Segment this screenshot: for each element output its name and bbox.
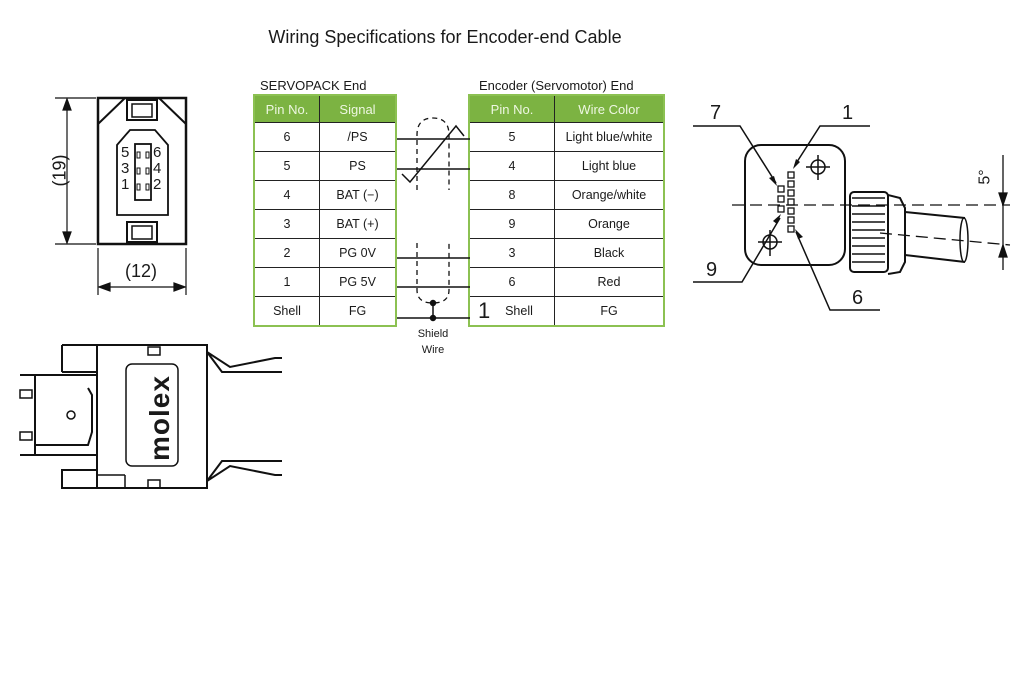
pin-cell: Shell xyxy=(255,296,320,325)
signal-cell: PS xyxy=(319,151,395,181)
width-dimension: (12) xyxy=(125,261,158,281)
pin-cell: 1 Shell xyxy=(470,296,555,325)
pin-cell-text: Shell xyxy=(505,304,533,318)
shield-outline xyxy=(416,117,450,304)
signal-cell: FG xyxy=(319,296,395,325)
pin-cell: 5 xyxy=(470,122,555,152)
callout-7: 7 xyxy=(710,102,722,124)
header-wire-color: Wire Color xyxy=(554,96,663,123)
pin-cell: 6 xyxy=(255,122,320,152)
wire-color-cell: Orange/white xyxy=(554,180,663,210)
servopack-header-row: Pin No. Signal xyxy=(255,96,395,123)
signal-cell: /PS xyxy=(319,122,395,152)
pin-label: 6 xyxy=(153,144,162,161)
pin-cell: 9 xyxy=(470,209,555,239)
angle-label: 5° xyxy=(976,169,994,185)
encoder-table-caption: Encoder (Servomotor) End xyxy=(479,78,634,93)
pin-cell: 3 xyxy=(255,209,320,239)
dimension-lines xyxy=(55,97,187,295)
header-signal: Signal xyxy=(319,96,395,123)
callout-6: 6 xyxy=(852,287,864,309)
molex-connector-drawing xyxy=(19,344,282,489)
page-title-text: Wiring Specifications for Encoder-end Ca… xyxy=(268,27,622,47)
pin-cell: 6 xyxy=(470,267,555,297)
angle-dimension xyxy=(998,155,1008,270)
header-pin-no: Pin No. xyxy=(255,96,320,123)
wire-color-cell: Orange xyxy=(554,209,663,239)
pin-cell: 5 xyxy=(255,151,320,181)
table-row: 6/PS xyxy=(255,122,395,152)
encoder-header-row: Pin No. Wire Color xyxy=(470,96,663,123)
pin-labels-right: 6 4 2 xyxy=(153,145,161,193)
shield-ground xyxy=(429,299,437,322)
callout-1: 1 xyxy=(842,102,854,124)
wire-color-cell: Light blue xyxy=(554,151,663,181)
pin-label: 5 xyxy=(121,144,130,161)
connector-front-drawing xyxy=(96,96,188,246)
encoder-connector-drawing xyxy=(744,144,969,275)
callout-leaders xyxy=(693,125,880,311)
pin-label: 4 xyxy=(153,160,162,177)
wire-color-cell: Red xyxy=(554,267,663,297)
shield-label-line: Wire xyxy=(421,344,445,356)
pin-cell: 1 xyxy=(255,267,320,297)
callout-9: 9 xyxy=(706,259,718,281)
header-pin-no: Pin No. xyxy=(470,96,555,123)
table-row: 1 Shell FG xyxy=(470,296,663,325)
pin-labels-left: 5 3 1 xyxy=(121,145,129,193)
shield-label-line: Shield xyxy=(417,328,449,340)
pin-cell: 4 xyxy=(255,180,320,210)
servopack-table-caption: SERVOPACK End xyxy=(260,78,367,93)
wire-color-cell: FG xyxy=(554,296,663,325)
signal-cell: BAT (+) xyxy=(319,209,395,239)
callout-arrowheads xyxy=(769,159,803,239)
signal-cell: PG 5V xyxy=(319,267,395,297)
pin-label: 3 xyxy=(121,160,130,177)
wire-color-cell: Black xyxy=(554,238,663,268)
pin-label: 1 xyxy=(121,176,130,193)
signal-cell: PG 0V xyxy=(319,238,395,268)
center-lines xyxy=(732,204,1011,246)
pin-cell: 3 xyxy=(470,238,555,268)
pin-cell: 2 xyxy=(255,238,320,268)
signal-cell: BAT (−) xyxy=(319,180,395,210)
shell-marker: 1 xyxy=(478,298,491,323)
wire-color-cell: Light blue/white xyxy=(554,122,663,152)
pin-cell: 8 xyxy=(470,180,555,210)
pin-cell: 4 xyxy=(470,151,555,181)
page-title: Wiring Specifications for Encoder-end Ca… xyxy=(0,27,1030,48)
pin-label: 2 xyxy=(153,176,162,193)
shield-wire-label: Shield Wire xyxy=(408,326,458,358)
